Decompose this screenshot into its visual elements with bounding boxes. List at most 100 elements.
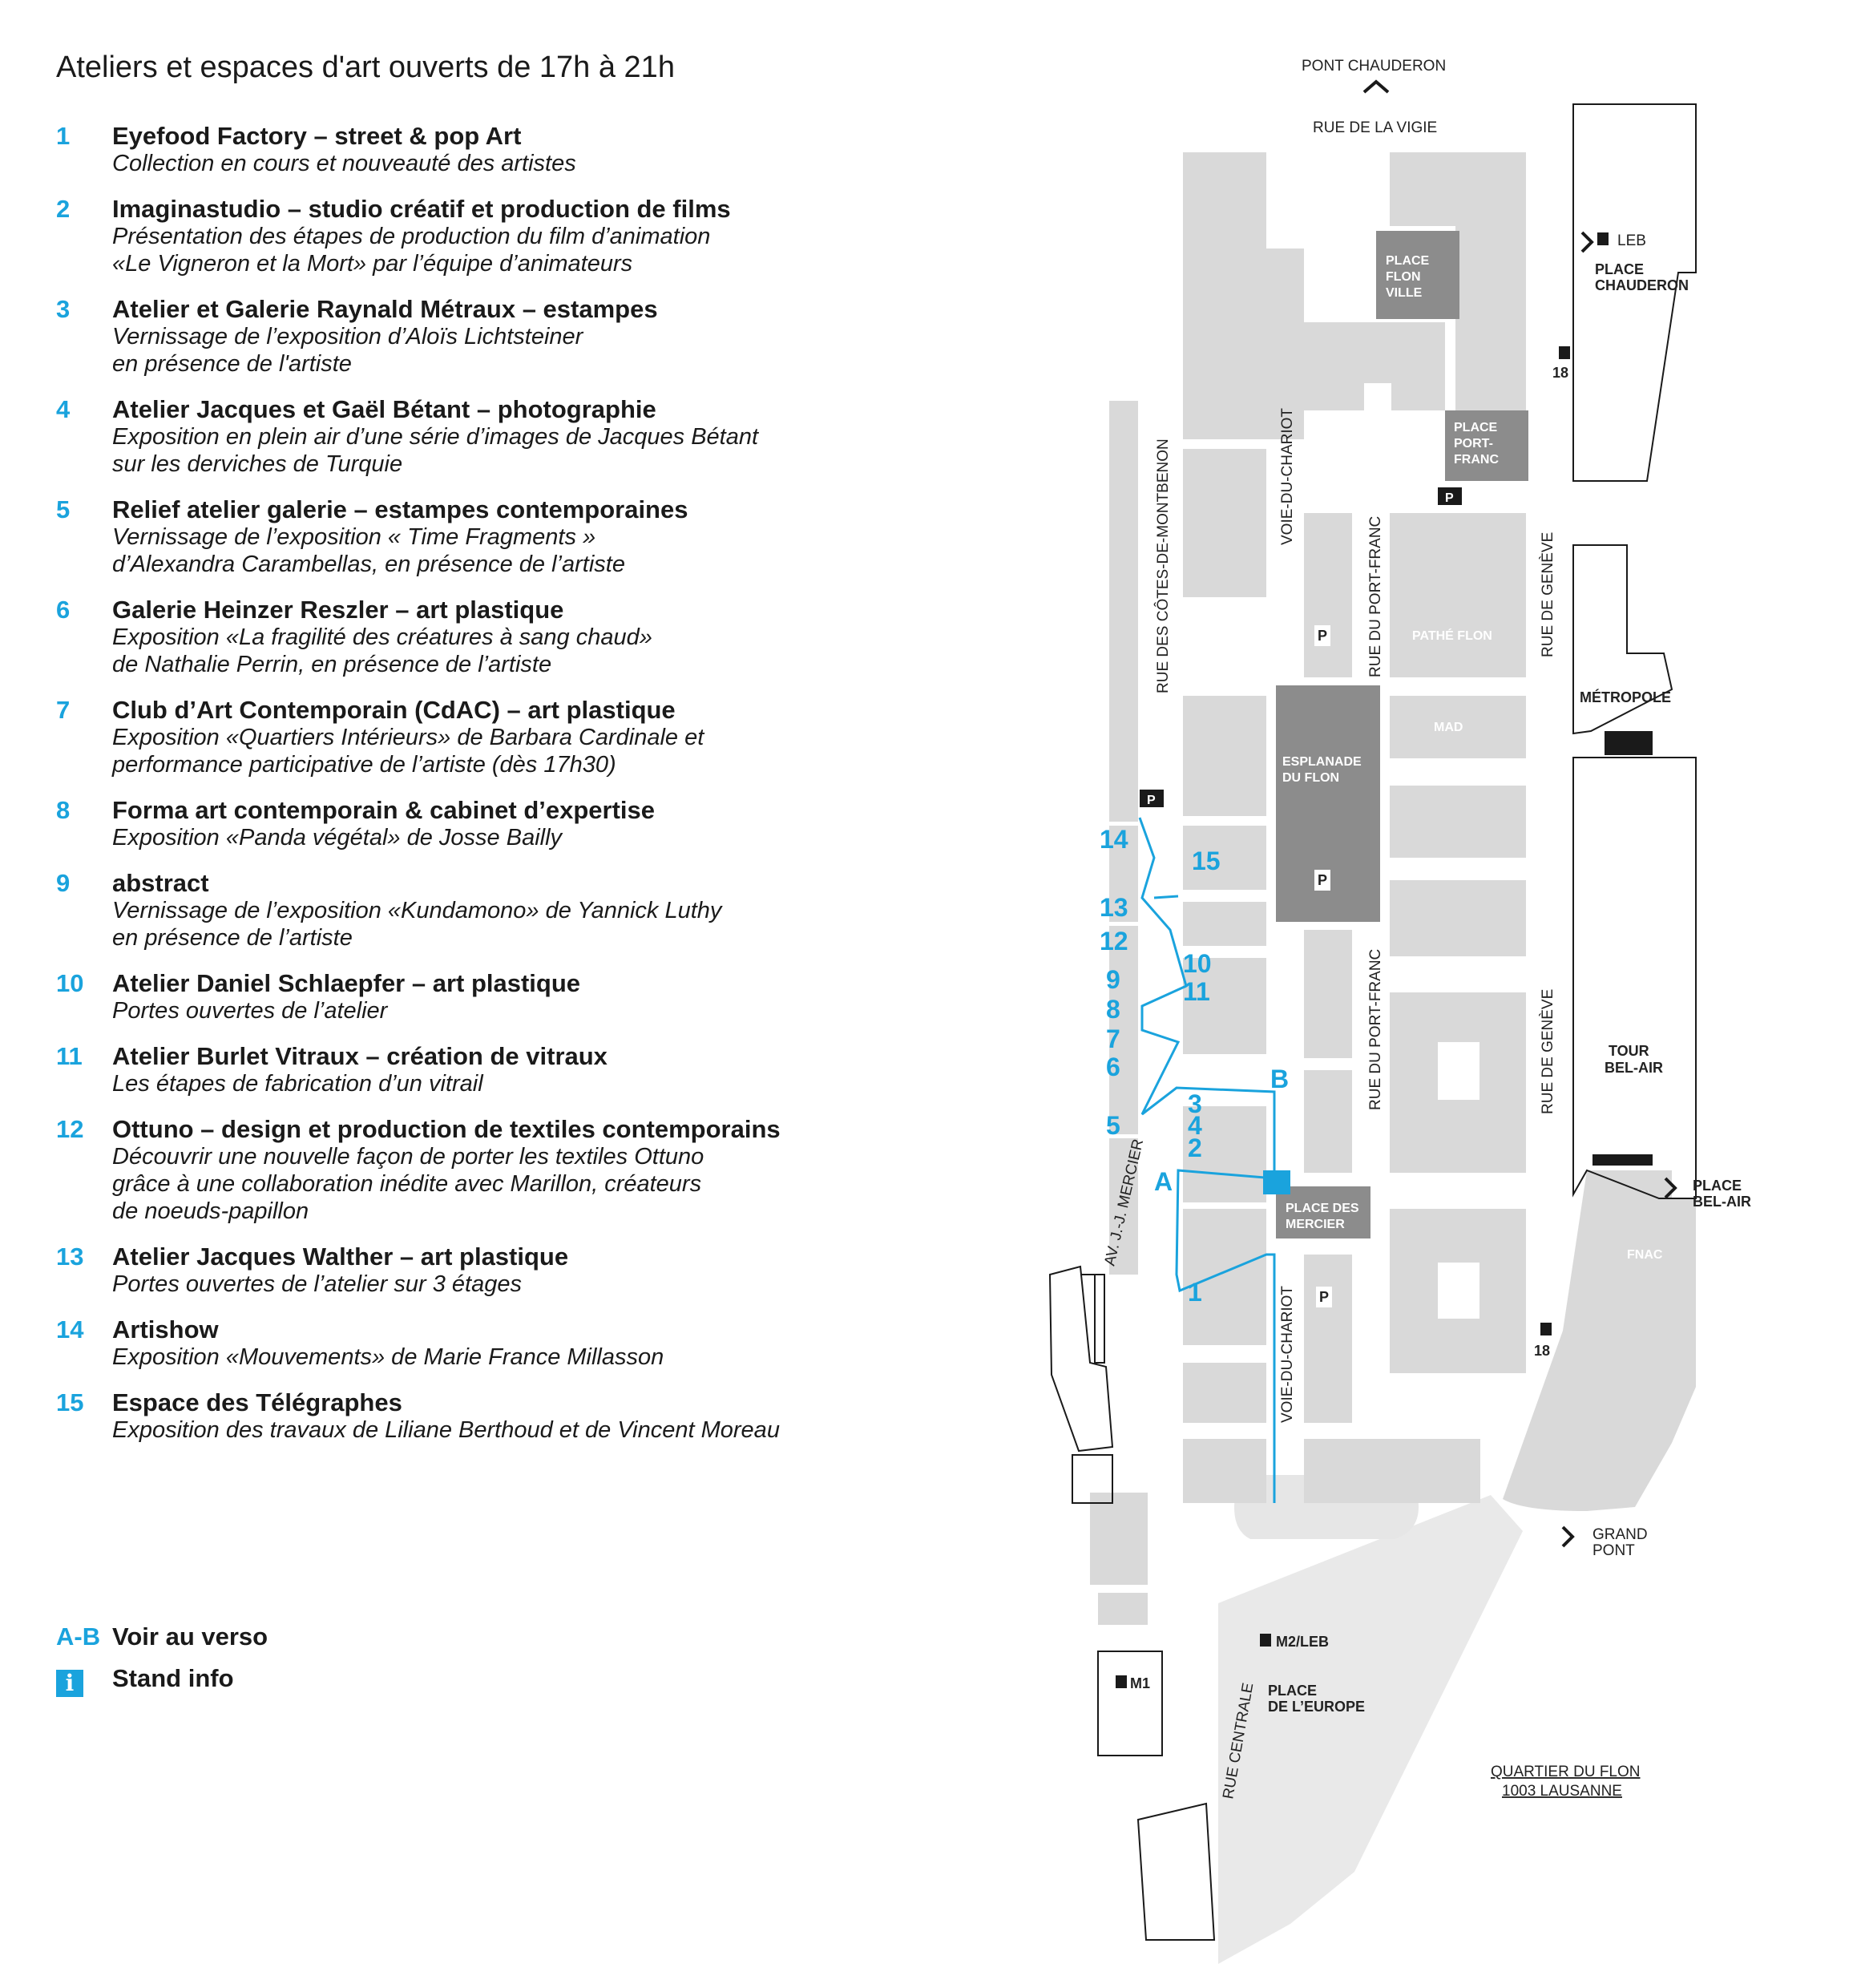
ab-label: Voir au verso bbox=[112, 1622, 268, 1651]
label-fnac: FNAC bbox=[1627, 1248, 1663, 1262]
parking-icon bbox=[1314, 870, 1330, 891]
info-label: Stand info bbox=[112, 1664, 234, 1692]
parking-label: P bbox=[1318, 872, 1327, 888]
venue-4: 4 bbox=[1188, 1111, 1202, 1140]
map-labels: PONT CHAUDERON RUE DE LA VIGIE LEB PLACE… bbox=[1101, 58, 1751, 1800]
chevron-up-icon bbox=[1362, 79, 1390, 94]
entry-description: en présence de l'artiste bbox=[112, 351, 352, 377]
label-port-franc-2: PORT- bbox=[1454, 437, 1493, 451]
venue-5: 5 bbox=[1106, 1111, 1120, 1140]
entry-description: grâce à une collaboration inédite avec M… bbox=[112, 1171, 702, 1197]
venue-14: 14 bbox=[1100, 825, 1128, 854]
entry-description: Exposition en plein air d’une série d’im… bbox=[112, 424, 759, 450]
entry-number: 5 bbox=[56, 495, 71, 523]
parking-label: P bbox=[1319, 1289, 1329, 1305]
bus-icon bbox=[1559, 346, 1570, 359]
label-voie-chariot-b: VOIE-DU-CHARIOT bbox=[1279, 1286, 1296, 1423]
entry-name: Espace des Télégraphes bbox=[112, 1388, 402, 1416]
venue-numbers: 1 2 3 4 5 6 7 8 9 10 11 12 13 14 15 bbox=[1100, 825, 1221, 1307]
info-legend-row: i Stand info bbox=[56, 1664, 234, 1697]
entry-number: 15 bbox=[56, 1388, 84, 1416]
label-port-franc-1: PLACE bbox=[1454, 421, 1498, 434]
label-rue-vigie: RUE DE LA VIGIE bbox=[1313, 119, 1437, 136]
ab-key: A-B bbox=[56, 1622, 101, 1651]
entry-name: Forma art contemporain & cabinet d’exper… bbox=[112, 796, 656, 824]
venue-15: 15 bbox=[1192, 847, 1221, 875]
entry-description: de noeuds-papillon bbox=[112, 1198, 309, 1224]
entry-name: Atelier et Galerie Raynald Métraux – est… bbox=[112, 295, 658, 323]
entry-number: 8 bbox=[56, 796, 71, 824]
venue-11: 11 bbox=[1183, 977, 1210, 1006]
label-grand-pont-2: PONT bbox=[1592, 1542, 1635, 1559]
entry-description: Présentation des étapes de production du… bbox=[112, 224, 711, 249]
label-m1: M1 bbox=[1130, 1675, 1150, 1691]
outline-buildings bbox=[1048, 103, 1697, 1941]
entry-description: en présence de l’artiste bbox=[112, 925, 353, 951]
venue-1: 1 bbox=[1188, 1278, 1202, 1307]
label-metropole: MÉTROPOLE bbox=[1580, 689, 1671, 705]
light-areas bbox=[1218, 1475, 1523, 1964]
label-place-bel-air-2: BEL-AIR bbox=[1693, 1194, 1751, 1210]
label-rue-port-franc-b: RUE DU PORT-FRANC bbox=[1367, 949, 1384, 1110]
entry-name: Atelier Jacques Walther – art plastique bbox=[112, 1242, 569, 1271]
label-place-bel-air-1: PLACE bbox=[1693, 1178, 1742, 1194]
label-esplanade-2: DU FLON bbox=[1282, 771, 1339, 785]
venue-13: 13 bbox=[1100, 893, 1128, 922]
entry-number: 11 bbox=[56, 1042, 83, 1070]
entry-number: 1 bbox=[56, 122, 71, 150]
label-place-chauderon-1: PLACE bbox=[1595, 261, 1644, 277]
entry-description: Exposition «Mouvements» de Marie France … bbox=[112, 1344, 664, 1370]
label-esplanade-1: ESPLANADE bbox=[1282, 755, 1362, 769]
label-rue-geneve-b: RUE DE GENÈVE bbox=[1540, 989, 1556, 1114]
entry-name: Imaginastudio – studio créatif et produc… bbox=[112, 195, 731, 223]
parking-label: P bbox=[1147, 794, 1156, 807]
train-icon bbox=[1597, 232, 1609, 245]
parking-icon bbox=[1316, 1287, 1332, 1307]
venue-2: 2 bbox=[1188, 1133, 1202, 1162]
label-quartier-2: 1003 LAUSANNE bbox=[1502, 1783, 1622, 1800]
label-place-flon-ville-2: FLON bbox=[1386, 270, 1421, 284]
entry-number: 14 bbox=[56, 1315, 84, 1344]
entry-number: 2 bbox=[56, 195, 71, 223]
label-bus-18: 18 bbox=[1552, 365, 1568, 381]
label-rue-geneve: RUE DE GENÈVE bbox=[1540, 532, 1556, 657]
entry-number: 7 bbox=[56, 696, 71, 724]
entry-description: Collection en cours et nouveauté des art… bbox=[112, 151, 576, 176]
entry-name: Artishow bbox=[112, 1315, 219, 1344]
chevron-right-icon bbox=[1664, 1177, 1677, 1199]
label-voie-chariot: VOIE-DU-CHARIOT bbox=[1279, 408, 1296, 545]
entry-description: Découvrir une nouvelle façon de porter l… bbox=[112, 1144, 704, 1170]
entry-description: Exposition «La fragilité des créatures à… bbox=[112, 624, 652, 650]
entry-number: 10 bbox=[56, 969, 84, 997]
artwalk-route bbox=[1138, 817, 1276, 1503]
entry-name: Atelier Jacques et Gaël Bétant – photogr… bbox=[112, 395, 656, 423]
label-place-europe-2: DE L’EUROPE bbox=[1268, 1699, 1365, 1715]
info-icon: i bbox=[56, 1670, 83, 1697]
entry-description: de Nathalie Perrin, en présence de l’art… bbox=[112, 652, 552, 677]
entry-number: 6 bbox=[56, 596, 71, 624]
entry-description: Exposition «Quartiers Intérieurs» de Bar… bbox=[112, 725, 704, 750]
venue-9: 9 bbox=[1106, 965, 1120, 994]
route-point-a: A bbox=[1154, 1167, 1173, 1196]
entry-description: Les étapes de fabrication d’un vitrail bbox=[112, 1071, 483, 1097]
legend-entry: 8 Forma art contemporain & cabinet d’expe… bbox=[56, 796, 1002, 851]
entry-number: 9 bbox=[56, 869, 71, 897]
entry-description: «Le Vigneron et la Mort» par l’équipe d’… bbox=[112, 251, 633, 277]
venue-8: 8 bbox=[1106, 995, 1120, 1024]
entry-description: performance participative de l’artiste (… bbox=[112, 752, 616, 778]
route-point-b: B bbox=[1270, 1065, 1289, 1093]
entry-number: 12 bbox=[56, 1115, 84, 1143]
info-stand-icon bbox=[1263, 1170, 1290, 1194]
buildings bbox=[1090, 152, 1696, 1625]
label-port-franc-3: FRANC bbox=[1454, 453, 1499, 467]
metro-icon bbox=[1260, 1634, 1271, 1647]
chevron-right-icon bbox=[1561, 1525, 1575, 1548]
label-place-mercier-2: MERCIER bbox=[1286, 1218, 1345, 1231]
label-leb: LEB bbox=[1617, 232, 1646, 249]
